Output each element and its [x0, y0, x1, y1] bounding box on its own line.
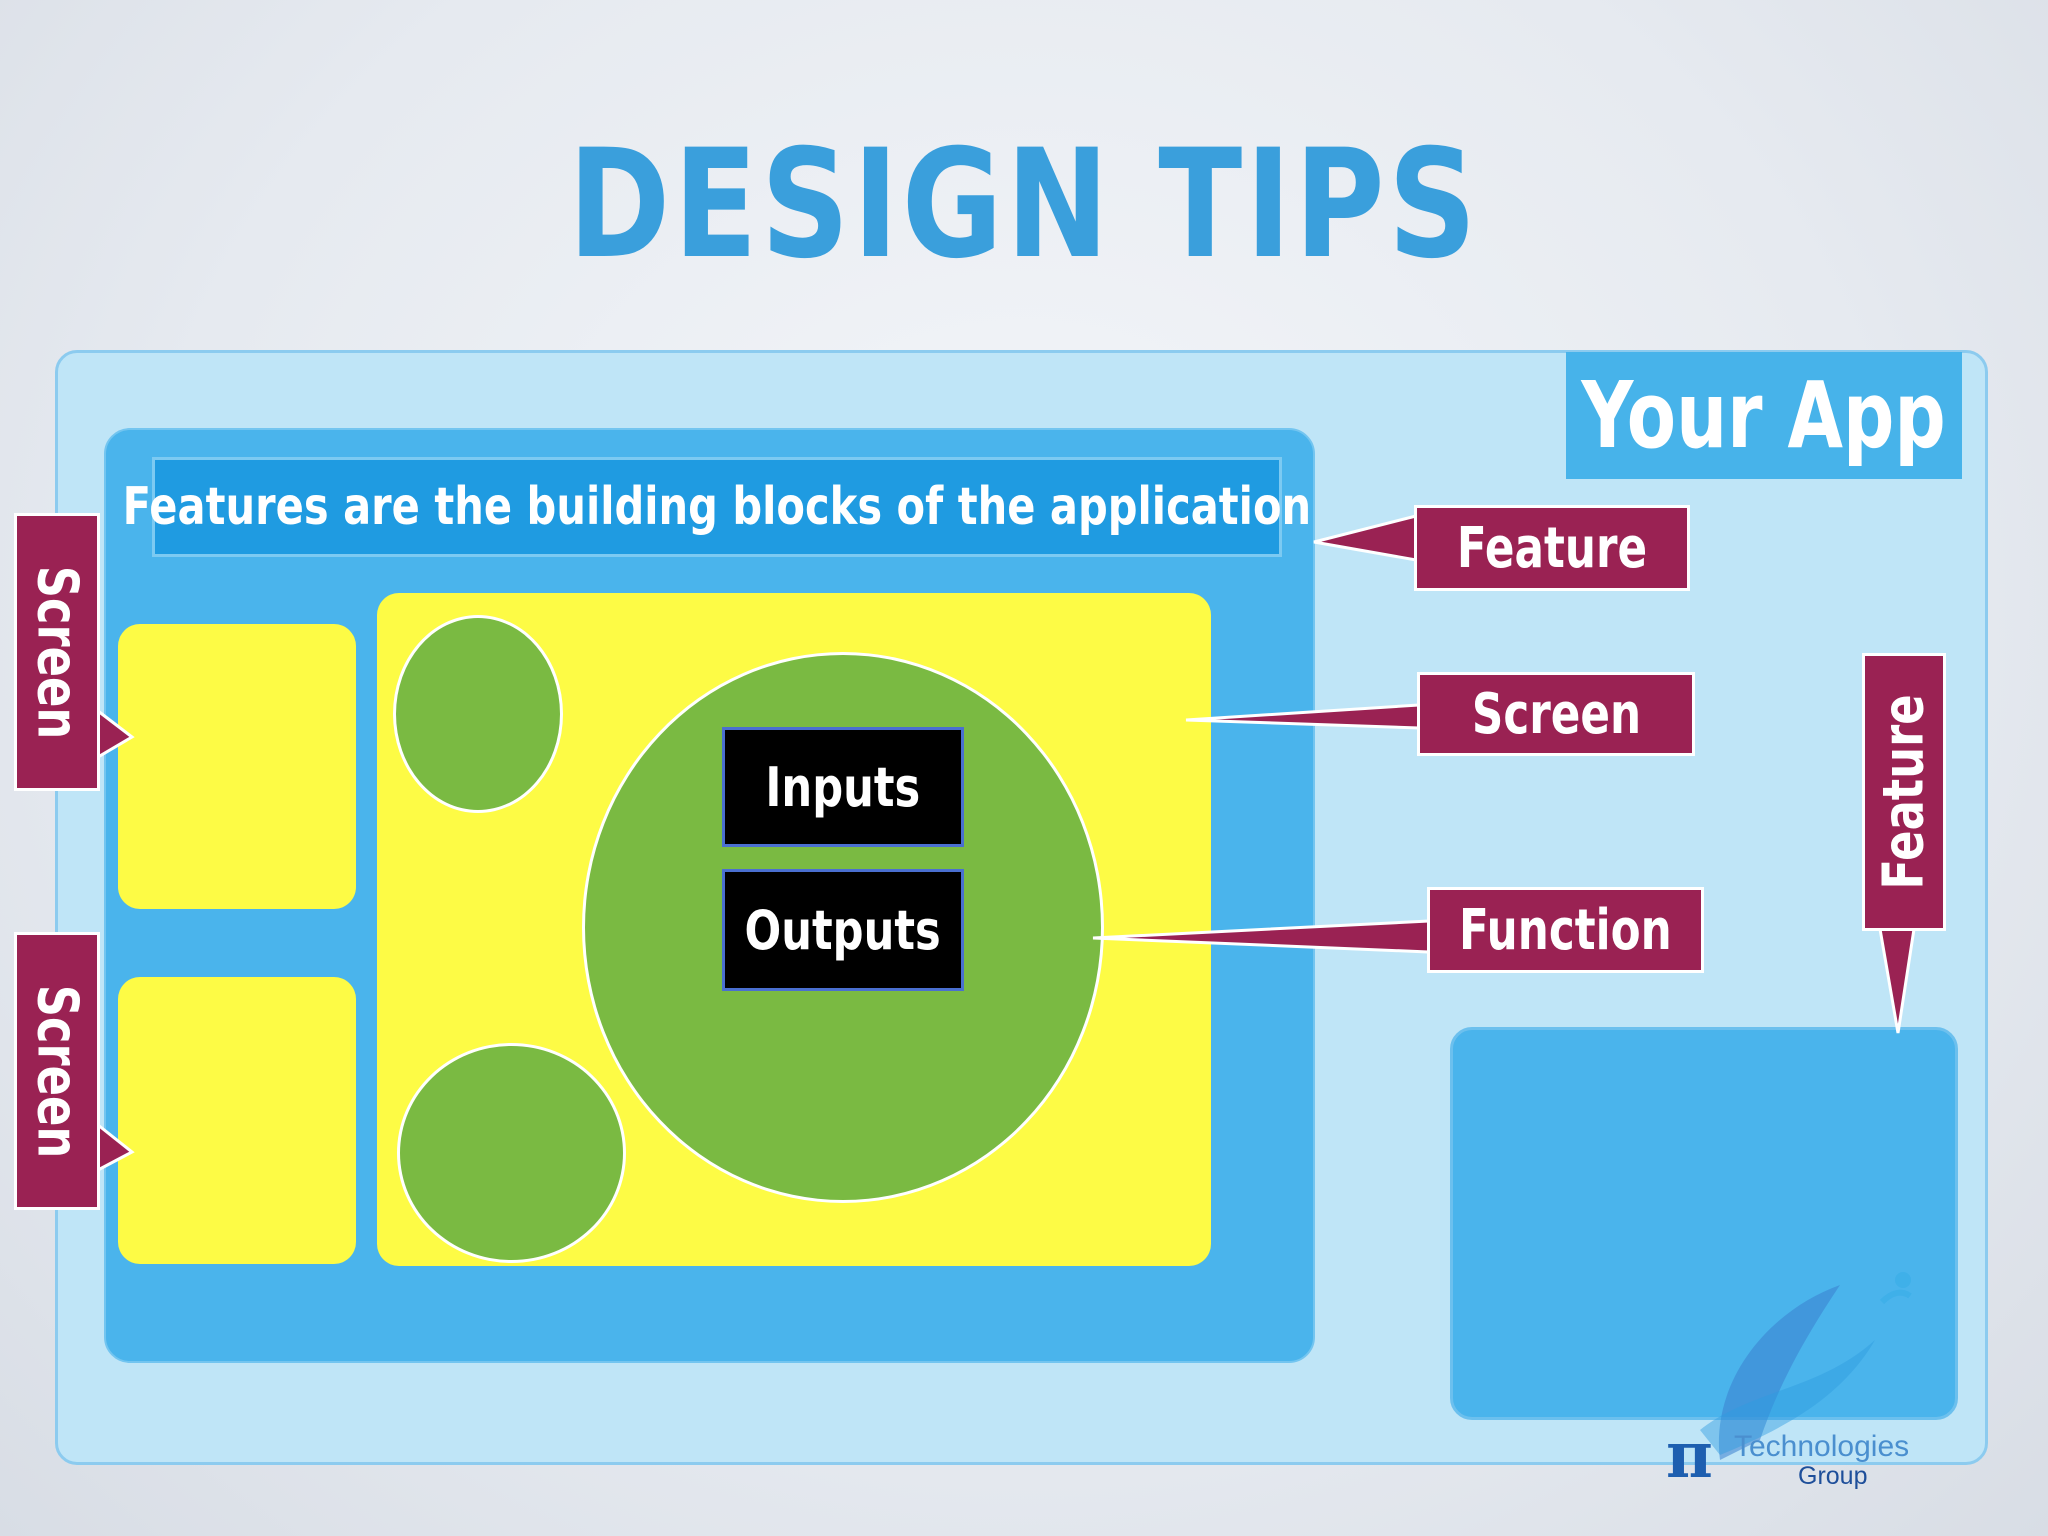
callout-feature: Feature: [1414, 505, 1690, 591]
outputs-label: Outputs: [744, 898, 942, 962]
callout-feature-right: Feature: [1862, 653, 1946, 931]
feature-banner: Features are the building blocks of the …: [123, 457, 1311, 557]
callout-screen-left-top-label: Screen: [24, 565, 90, 739]
callout-feature-label: Feature: [1456, 515, 1648, 581]
callout-function: Function: [1427, 887, 1704, 973]
inputs-box: Inputs: [722, 727, 964, 847]
logo-pi-symbol: π: [1666, 1418, 1713, 1493]
callout-screen-label: Screen: [1471, 681, 1641, 747]
inputs-label: Inputs: [765, 755, 921, 819]
callout-screen: Screen: [1417, 672, 1695, 756]
callout-screen-left-top: Screen: [14, 513, 100, 791]
callout-screen-left-bottom-label: Screen: [24, 984, 90, 1158]
your-app-label-text: Your App: [1581, 362, 1947, 469]
logo-text-group: Group: [1798, 1462, 1868, 1490]
screen-box-top-left: [118, 624, 356, 909]
your-app-label: Your App: [1566, 352, 1962, 479]
callout-feature-right-label: Feature: [1871, 694, 1937, 890]
function-circle-small-top: [393, 615, 563, 813]
outputs-box: Outputs: [722, 869, 964, 991]
slide-title: DESIGN TIPS: [568, 118, 1480, 292]
feature-block-secondary: [1450, 1027, 1958, 1420]
pi-technologies-logo-icon: [1700, 1272, 1912, 1460]
logo-text-technologies: Technologies: [1734, 1430, 1910, 1463]
callout-screen-left-bottom: Screen: [14, 932, 100, 1210]
feature-banner-text: Features are the building blocks of the …: [122, 477, 1312, 537]
function-circle-small-bottom: [397, 1043, 626, 1263]
screen-box-bottom-left: [118, 977, 356, 1264]
callout-function-label: Function: [1459, 897, 1672, 963]
